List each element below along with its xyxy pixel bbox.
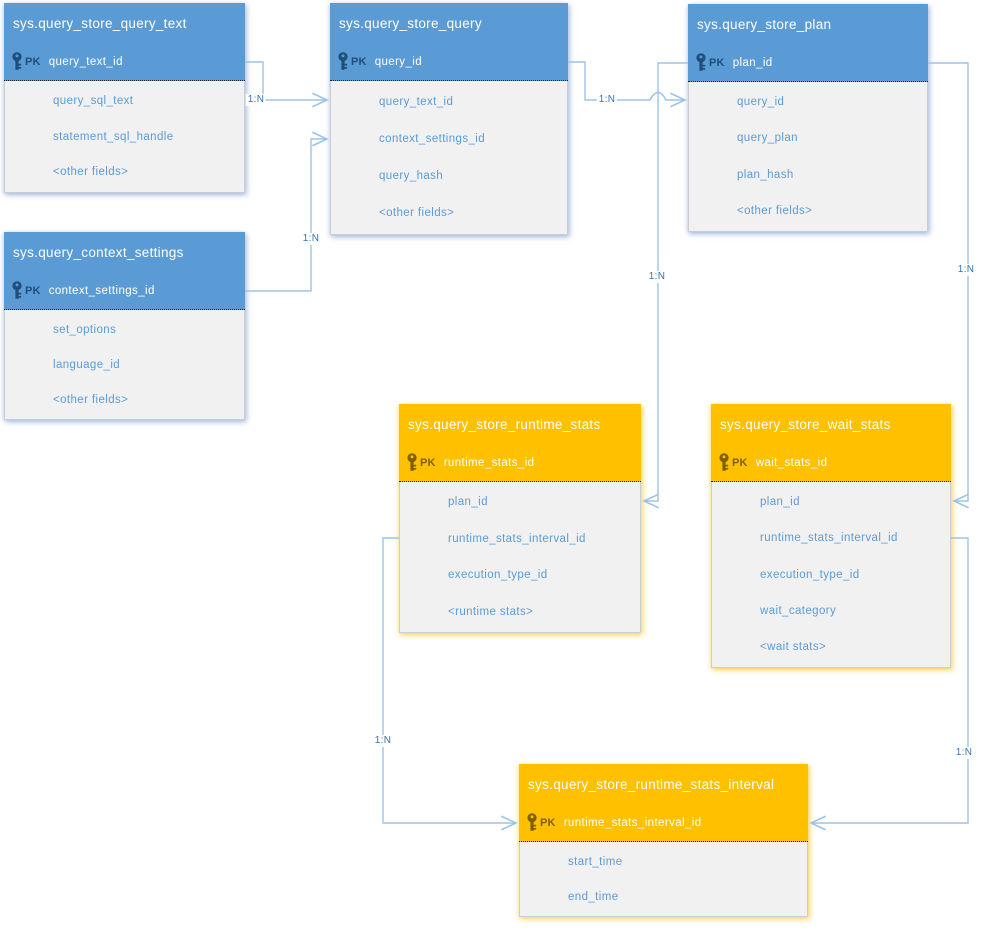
field-row: execution_type_id [448,569,548,582]
field-row: <other fields> [379,207,455,220]
pk-row: PK context_settings_id [4,272,245,310]
pk-field-name: query_id [374,55,423,68]
entity-field-list: query_text_id context_settings_id query_ha… [330,81,568,235]
field-row: execution_type_id [760,568,860,581]
pk-label: PK [351,55,367,68]
field-row: plan_id [448,496,488,509]
key-icon [406,453,418,472]
pk-field-name: query_text_id [48,55,123,68]
entity-title: sys.query_store_runtime_stats_interval [519,764,808,804]
pk-field-name: wait_stats_id [755,456,828,469]
entity-title: sys.query_store_wait_stats [711,404,951,444]
entity-field-list: query_id query_plan plan_hash <other fields… [688,82,928,232]
field-row: wait_category [760,604,837,617]
field-row: runtime_stats_interval_id [448,532,586,545]
field-row: <other fields> [737,204,813,217]
cardinality-label: 1:N [596,94,618,106]
key-icon [718,453,730,472]
pk-row: PK wait_stats_id [711,444,951,482]
entity-title: sys.query_store_runtime_stats [399,404,641,444]
pk-label: PK [25,55,41,68]
field-row: query_hash [379,170,444,183]
field-row: runtime_stats_interval_id [760,532,898,545]
field-row: <wait stats> [760,640,827,653]
relationship-connector [245,131,329,292]
field-row: query_plan [737,132,798,145]
entity-title: sys.query_context_settings [4,232,245,272]
cardinality-label: 1:N [300,233,322,245]
key-icon [337,52,349,71]
cardinality-label: 1:N [372,735,394,747]
entity-field-list: start_time end_time [519,842,808,917]
pk-field-name: plan_id [732,56,773,69]
cardinality-label: 1:N [953,747,975,759]
key-icon [526,813,538,832]
pk-row: PK runtime_stats_interval_id [519,804,808,842]
pk-field-name: runtime_stats_interval_id [563,816,702,829]
field-row: query_text_id [379,95,454,108]
pk-label: PK [732,456,748,469]
field-row: <runtime stats> [448,605,534,618]
entity-field-list: set_options language_id <other fields> [4,310,245,420]
field-row: statement_sql_handle [53,130,174,143]
key-icon [695,53,707,72]
entity-field-list: plan_id runtime_stats_interval_id executio… [711,482,951,668]
cardinality-label: 1:N [646,271,668,283]
pk-field-name: context_settings_id [48,284,155,297]
pk-label: PK [25,284,41,297]
field-row: query_id [737,96,785,109]
field-row: <other fields> [53,393,129,406]
cardinality-label: 1:N [245,94,267,106]
field-row: context_settings_id [379,132,486,145]
key-icon [11,281,23,300]
entity-title: sys.query_store_plan [688,4,928,44]
field-row: plan_hash [737,168,794,181]
relationship-connector [568,61,687,108]
field-row: <other fields> [53,166,129,179]
field-row: set_options [53,323,117,336]
pk-label: PK [540,816,556,829]
pk-field-name: runtime_stats_id [443,456,535,469]
pk-row: PK runtime_stats_id [399,444,641,482]
field-row: end_time [568,890,619,903]
entity-title: sys.query_store_query [330,3,568,43]
field-row: language_id [53,358,121,371]
key-icon [11,52,23,71]
pk-label: PK [420,456,436,469]
pk-label: PK [709,56,725,69]
pk-row: PK plan_id [688,44,928,82]
entity-field-list: plan_id runtime_stats_interval_id executio… [399,482,641,633]
entity-title: sys.query_store_query_text [4,3,245,43]
pk-row: PK query_text_id [4,43,245,81]
field-row: start_time [568,855,623,868]
field-row: plan_id [760,496,800,509]
cardinality-label: 1:N [955,264,977,276]
pk-row: PK query_id [330,43,568,81]
entity-field-list: query_sql_text statement_sql_handle <other… [4,81,245,193]
field-row: query_sql_text [53,94,134,107]
